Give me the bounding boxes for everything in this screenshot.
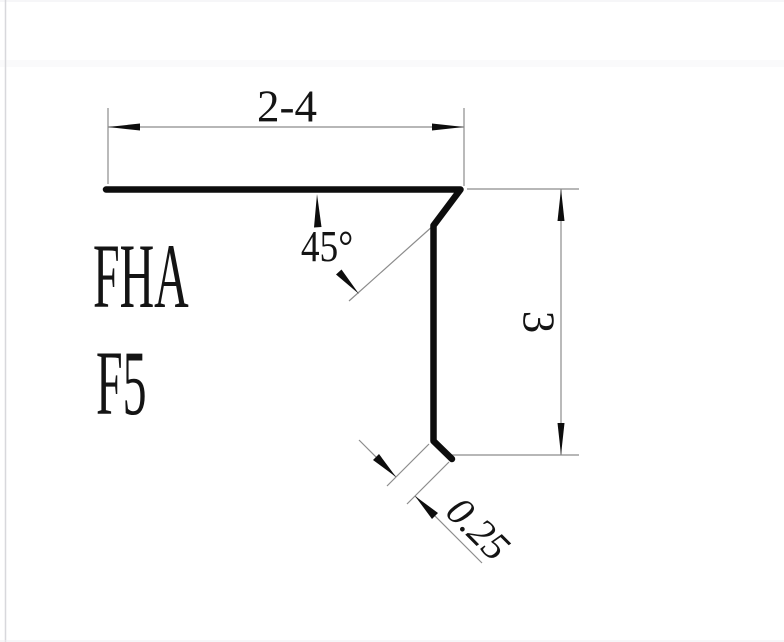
arrowhead-right-icon: [432, 123, 464, 131]
arrowhead-left-icon: [108, 123, 140, 131]
dimension-label-top-width: 2-4: [257, 81, 317, 132]
extension-line-1: [386, 443, 430, 487]
arrowhead-down-right-icon: [373, 454, 396, 477]
arrowhead-diagonal-icon: [336, 269, 359, 294]
faint-top-band: [0, 60, 784, 67]
dimension-hem-thickness: [358, 439, 483, 564]
dimension-label-bend-angle: 45°: [300, 222, 354, 271]
flashing-profile: [102, 186, 464, 463]
dimension-label-right-height: 3: [513, 310, 564, 334]
extension-line-2: [406, 461, 450, 505]
product-code-line2: F5: [96, 332, 147, 434]
dimension-top-width: [107, 108, 465, 186]
arrowhead-down-icon: [557, 423, 565, 455]
profile-outline: [102, 186, 464, 463]
arrowhead-up-left-icon: [415, 496, 438, 519]
product-code-line1: FHA: [93, 225, 189, 327]
dimension-bend-angle: [314, 194, 435, 302]
arrowhead-up-icon: [314, 194, 322, 228]
angle-reference-line: [348, 224, 435, 302]
dimension-right-height: [449, 188, 579, 456]
arrowhead-up-icon: [557, 189, 565, 221]
